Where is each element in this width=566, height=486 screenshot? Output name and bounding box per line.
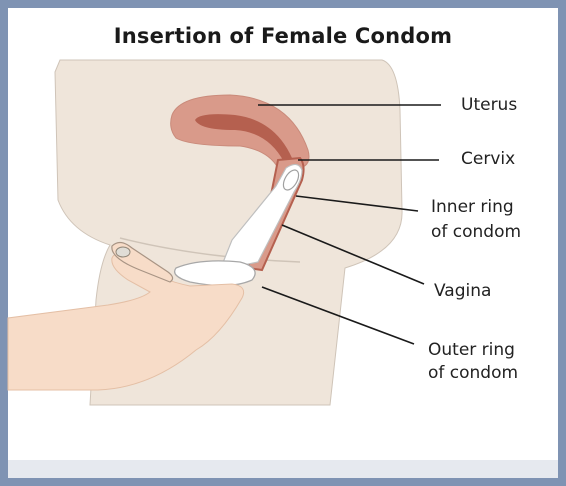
label-vagina: Vagina <box>434 281 491 302</box>
label-cervix: Cervix <box>461 149 515 170</box>
label-inner-ring-line1: Inner ring <box>431 197 514 218</box>
thumbnail <box>116 247 130 257</box>
label-uterus: Uterus <box>461 95 517 116</box>
label-outer-ring-line2: of condom <box>428 363 518 384</box>
label-outer-ring-line1: Outer ring <box>428 340 515 361</box>
label-inner-ring-line2: of condom <box>431 222 521 243</box>
